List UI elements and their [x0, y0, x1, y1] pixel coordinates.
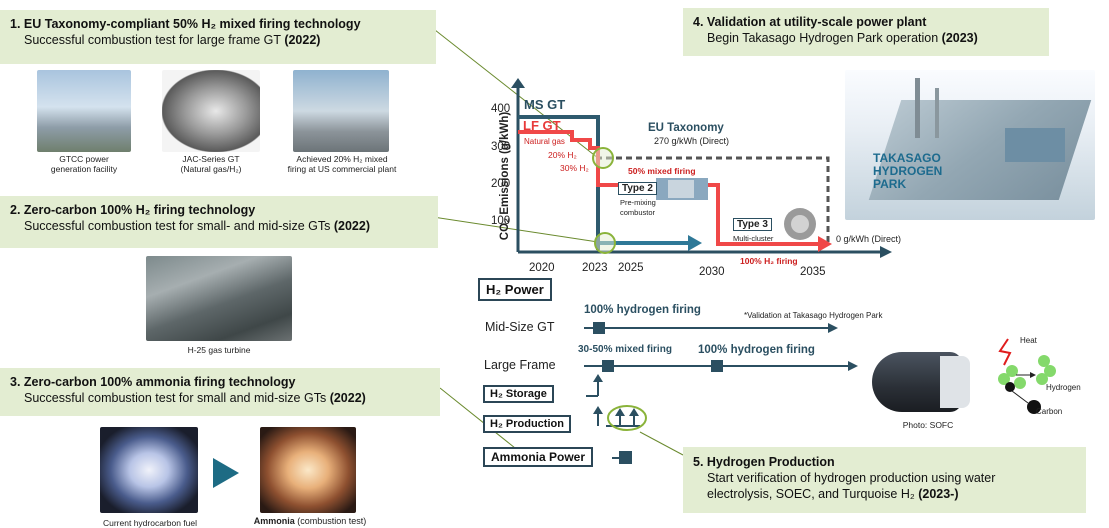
- ms-gt-line: [518, 115, 600, 250]
- type2-desc-2: combustor: [620, 208, 656, 217]
- mixed-firing-50-label: 50% mixed firing: [628, 166, 696, 176]
- ytick-100: 100: [491, 215, 511, 227]
- ytick-200: 200: [491, 178, 511, 190]
- xtick-2035: 2035: [800, 266, 826, 278]
- jac-caption-1: JAC-Series GT: [182, 154, 240, 164]
- box5-title: 5. Hydrogen Production: [693, 455, 835, 469]
- box5-body-1: Start verification of hydrogen productio…: [707, 471, 996, 485]
- box2-title: 2. Zero-carbon 100% H₂ firing technology: [10, 203, 256, 217]
- ammonia-power-button[interactable]: Ammonia Power: [483, 447, 594, 467]
- hydrogen-label: Hydrogen: [1046, 383, 1081, 392]
- type3-badge: Type 3: [733, 218, 772, 231]
- carbon-label: Carbon: [1036, 407, 1063, 416]
- h25-caption: H-25 gas turbine: [187, 345, 251, 355]
- jac-caption-2: (Natural gas/H₂): [180, 164, 242, 174]
- gtcc-photo: [37, 70, 131, 152]
- takasago-label-3: PARK: [873, 177, 907, 191]
- h2-power-button[interactable]: H₂ Power: [478, 278, 552, 301]
- box3-title: 3. Zero-carbon 100% ammonia firing techn…: [10, 375, 296, 389]
- lf-gt-label: LF GT: [523, 118, 561, 133]
- box2-year: (2022): [333, 219, 370, 233]
- mid-size-milestone: [593, 322, 605, 334]
- natural-gas-label: Natural gas: [524, 137, 565, 146]
- eu-taxonomy-value: 270 g/kWh (Direct): [654, 136, 730, 146]
- validation-note: *Validation at Takasago Hydrogen Park: [744, 311, 883, 320]
- box5-year: (2023-): [918, 487, 959, 501]
- xtick-2020: 2020: [529, 262, 555, 274]
- us-plant-caption-1: Achieved 20% H₂ mixed: [296, 154, 388, 164]
- h2-storage-button[interactable]: H₂ Storage: [483, 385, 554, 403]
- jac-gt-photo: [162, 70, 260, 152]
- box2-body: Successful combustion test for small- an…: [24, 219, 331, 233]
- gtcc-caption-1: GTCC power: [59, 154, 109, 164]
- callout-box-1: 1. EU Taxonomy-compliant 50% H₂ mixed fi…: [0, 10, 436, 64]
- arrow-right-icon: [213, 458, 239, 488]
- callout-box-2: 2. Zero-carbon 100% H₂ firing technology…: [0, 196, 438, 248]
- marker-circle-2023-top: [592, 147, 614, 169]
- callout-box-3: 3. Zero-carbon 100% ammonia firing techn…: [0, 368, 440, 416]
- h100-label-b: 100% hydrogen firing: [698, 344, 815, 356]
- box3-year: (2022): [329, 391, 366, 405]
- sofc-caption: Photo: SOFC: [902, 420, 954, 430]
- box4-body: Begin Takasago Hydrogen Park operation: [707, 31, 939, 45]
- x-axis-arrow: [880, 246, 892, 258]
- h25-photo: [146, 256, 292, 341]
- eu-taxonomy-label: EU Taxonomy: [648, 122, 724, 134]
- eu-taxonomy-line: [596, 156, 830, 246]
- lf-gt-arrowhead: [818, 236, 832, 252]
- ytick-300: 300: [491, 141, 511, 153]
- xtick-2030: 2030: [699, 266, 725, 278]
- h100-label-a: 100% hydrogen firing: [584, 304, 701, 316]
- ammonia-caption-bold: Ammonia: [253, 516, 295, 526]
- h2-production-button[interactable]: H₂ Production: [483, 415, 571, 433]
- production-marker-circle: [607, 405, 647, 431]
- ammonia-milestone: [619, 451, 632, 464]
- type3-desc: Multi-cluster: [733, 234, 774, 243]
- takasago-label-1: TAKASAGO: [873, 151, 941, 165]
- box4-title: 4. Validation at utility-scale power pla…: [693, 15, 927, 29]
- takasago-label-2: HYDROGEN: [873, 164, 943, 178]
- xtick-2023: 2023: [582, 262, 608, 274]
- gtcc-caption-2: generation facility: [50, 164, 118, 174]
- callout-box-5: 5. Hydrogen Production Start verificatio…: [683, 447, 1086, 513]
- h2-30-label: 30% H₂: [560, 163, 589, 173]
- h2-20-label: 20% H₂: [548, 150, 577, 160]
- type2-desc-1: Pre-mixing: [620, 198, 656, 207]
- carbon-icon: [1027, 400, 1041, 414]
- mixed-30-50-label: 30-50% mixed firing: [578, 344, 672, 355]
- takasago-park-image: [845, 70, 1095, 220]
- marker-circle-2023-bottom: [594, 232, 616, 254]
- box1-body: Successful combustion test for large fra…: [24, 33, 281, 47]
- molecule-diagram: [998, 338, 1056, 414]
- mid-size-gt-label: Mid-Size GT: [485, 320, 555, 334]
- box3-body: Successful combustion test for small and…: [24, 391, 327, 405]
- ytick-400: 400: [491, 103, 511, 115]
- ammonia-caption-rest: (combustion test): [294, 516, 367, 526]
- h2-100-firing-label: 100% H₂ firing: [740, 256, 798, 266]
- box4-year: (2023): [941, 31, 978, 45]
- box5-body-2: electrolysis, SOEC, and Turquoise H₂: [707, 487, 915, 501]
- ms-gt-label: MS GT: [524, 97, 566, 112]
- us-plant-photo: [293, 70, 389, 152]
- type2-badge: Type 2: [618, 182, 657, 195]
- us-plant-caption-2: firing at US commercial plant: [287, 164, 397, 174]
- hydrocarbon-caption: Current hydrocarbon fuel: [102, 518, 198, 528]
- y-axis-arrow: [511, 78, 525, 88]
- large-frame-label: Large Frame: [484, 358, 556, 372]
- callout-box-4: 4. Validation at utility-scale power pla…: [683, 8, 1049, 56]
- ms-gt-arrowhead: [688, 235, 702, 251]
- zero-emission-label: 0 g/kWh (Direct): [836, 234, 902, 244]
- xtick-2025: 2025: [618, 262, 644, 274]
- large-frame-milestone-1: [602, 360, 614, 372]
- heat-label: Heat: [1020, 336, 1037, 345]
- box1-title: 1. EU Taxonomy-compliant 50% H₂ mixed fi…: [10, 17, 361, 31]
- ammonia-flame-photo: [260, 427, 356, 513]
- hydrocarbon-flame-photo: [100, 427, 198, 513]
- box1-year: (2022): [284, 33, 321, 47]
- lf-gt-line: [518, 130, 820, 246]
- large-frame-milestone-2: [711, 360, 723, 372]
